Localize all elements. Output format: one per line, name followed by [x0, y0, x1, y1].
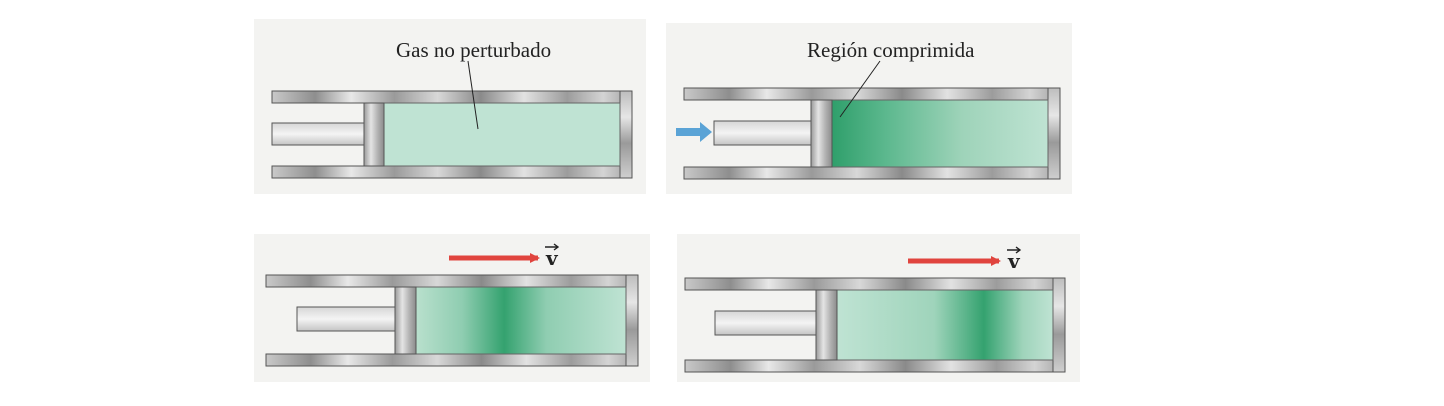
diagram-pulse-travelling-1: v [265, 243, 639, 367]
tube-top-wall [684, 277, 1066, 291]
diagram-pulse-travelling-2: v [684, 246, 1066, 373]
gas-region-pulse [836, 289, 1054, 361]
tube-end-cap [1047, 87, 1061, 180]
tube-top-wall [265, 274, 639, 288]
label-undisturbed-gas: Gas no perturbado [396, 38, 551, 62]
tube-bottom-wall [683, 166, 1061, 180]
panel-pulse-travelling-1: v [254, 234, 650, 382]
tube-top-wall [683, 87, 1061, 101]
diagram-compressed-region: Región comprimida [676, 38, 1061, 180]
piston-rod [714, 310, 817, 336]
tube-end-cap [1052, 277, 1066, 373]
gas-region-pulse [415, 286, 627, 355]
diagram-undisturbed-gas: Gas no perturbado [271, 38, 633, 179]
tube-end-cap [619, 90, 633, 179]
panel-compressed-region: Región comprimida [666, 23, 1072, 194]
piston-head [815, 289, 838, 361]
piston-head [810, 99, 833, 168]
velocity-vector-arrow-icon [1007, 246, 1022, 254]
piston-rod [713, 120, 812, 146]
label-pointer-line [467, 60, 479, 130]
label-compressed-region: Región comprimida [807, 38, 975, 62]
push-arrow [676, 122, 712, 142]
tube-end-cap [625, 274, 639, 367]
piston-rod [271, 122, 365, 146]
piston-head [363, 102, 385, 167]
velocity-vector-label: v [545, 246, 559, 270]
tube-bottom-wall [265, 353, 639, 367]
tube-bottom-wall [684, 359, 1066, 373]
piston-rod [296, 306, 396, 332]
tube-top-wall [271, 90, 633, 104]
velocity-vector-arrow-icon [545, 243, 560, 251]
label-pointer-line [839, 60, 881, 118]
gas-region-compressed [831, 99, 1049, 168]
panel-undisturbed-gas: Gas no perturbado [254, 19, 646, 194]
gas-region [383, 102, 621, 167]
tube-bottom-wall [271, 165, 633, 179]
panel-pulse-travelling-2: v [677, 234, 1080, 382]
velocity-vector-label: v [1007, 249, 1021, 273]
piston-head [394, 286, 417, 355]
